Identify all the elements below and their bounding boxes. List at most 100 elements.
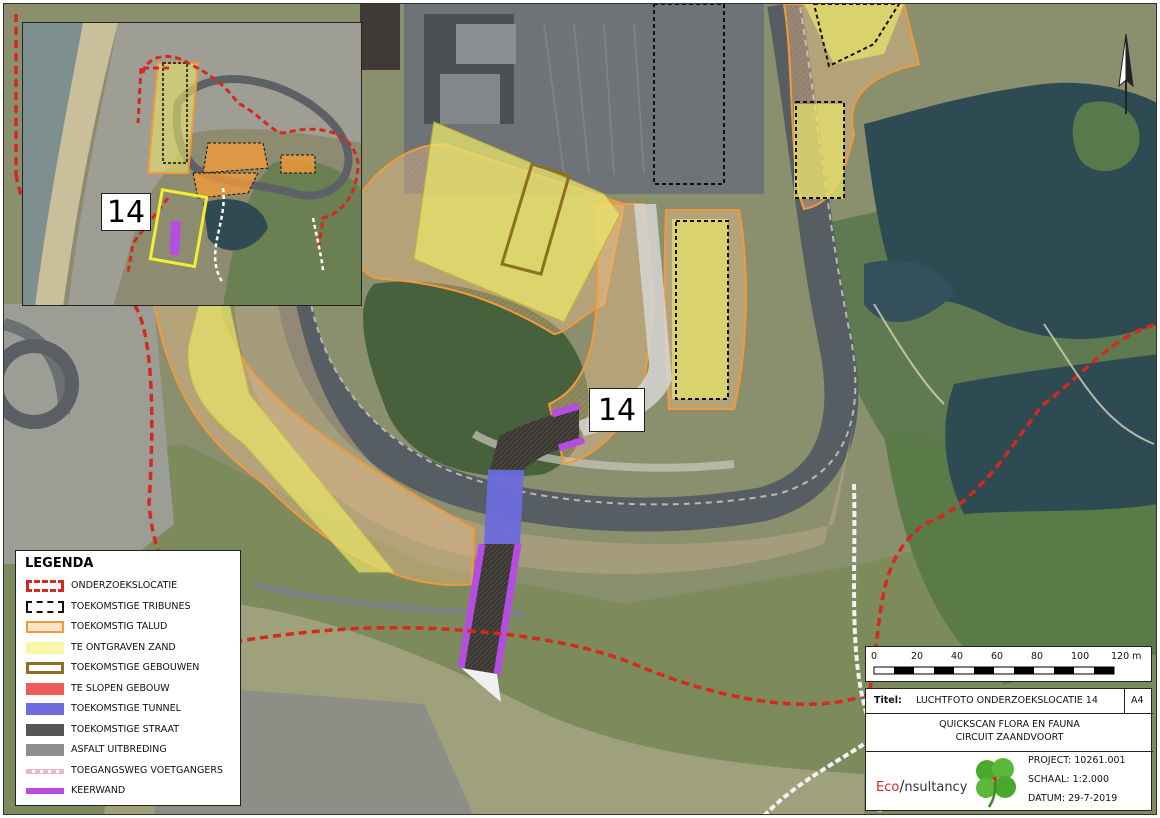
- legend-item: ASFALT UITBREDING: [16, 742, 242, 759]
- company-block: Eco/nsultancy PROJECT: 10261.001 SCHAAL:…: [866, 751, 1153, 811]
- legend-symbol-grey-fill: [26, 744, 64, 756]
- legend-item: TOEKOMSTIGE TRIBUNES: [16, 599, 242, 616]
- onderzoekslocatie-boundary: [14, 173, 1156, 706]
- keerwand-right: [493, 543, 522, 675]
- north-arrow-icon: [1118, 33, 1134, 114]
- legend-item: TOEKOMSTIGE STRAAT: [16, 722, 242, 739]
- keerwand-top-lower: [557, 436, 586, 452]
- keerwand-top-upper: [551, 402, 580, 418]
- road-end-white: [461, 668, 501, 702]
- scale-tick-label: 40: [951, 651, 964, 662]
- title-key: Titel:: [874, 695, 902, 706]
- tribune-right: [675, 220, 729, 400]
- overview-inset-map[interactable]: 14: [22, 22, 362, 306]
- legend-label: TE SLOPEN GEBOUW: [71, 682, 170, 694]
- paper-size-cell: A4: [1124, 689, 1153, 713]
- legend-symbol-red-fill: [26, 682, 64, 695]
- legend-symbol-yellow-fill: [26, 641, 64, 654]
- roundabout: [4, 339, 79, 429]
- race-track: [277, 4, 859, 532]
- legend-item: TOEGANGSWEG VOETGANGERS: [16, 763, 242, 780]
- title-row: Titel: LUCHTFOTO ONDERZOEKSLOCATIE 14 A4: [866, 689, 1153, 714]
- legend-label: TE ONTGRAVEN ZAND: [71, 641, 176, 653]
- company-logo: Eco/nsultancy: [876, 777, 968, 795]
- legend-label: TOEKOMSTIGE TUNNEL: [71, 703, 181, 714]
- scale-bar: 0 20 40 60 80 100 120 m: [865, 646, 1152, 682]
- track-inner-field: [471, 430, 735, 472]
- legend-item: TE SLOPEN GEBOUW: [16, 681, 242, 698]
- sand-area-corner: [804, 4, 904, 64]
- pedestrian-route-right: [852, 483, 883, 814]
- tribune-top: [653, 4, 725, 185]
- asphalt-widening: [576, 204, 672, 436]
- subtitle-line-2: CIRCUIT ZAANDVOORT: [955, 732, 1064, 743]
- site-label: 14: [589, 388, 645, 432]
- map-scale: SCHAAL: 1:2.000: [1028, 774, 1110, 785]
- clover-logo-icon: [976, 758, 1016, 808]
- scale-bar-graphic: [873, 666, 1115, 675]
- future-road-lower: [461, 544, 518, 674]
- legend-label: ONDERZOEKSLOCATIE: [71, 580, 178, 591]
- scale-tick-label: 20: [911, 651, 924, 662]
- urban-area-left: [4, 304, 174, 564]
- paddock-building-3: [456, 24, 516, 64]
- legend-item: KEERWAND: [16, 783, 242, 800]
- legend-label: TOEKOMSTIGE GEBOUWEN: [71, 662, 200, 673]
- project-number: PROJECT: 10261.001: [1028, 755, 1126, 766]
- lake-right: [945, 354, 1156, 514]
- company-prefix: Eco: [876, 780, 900, 795]
- scale-tick-label: 60: [991, 651, 1004, 662]
- legend-symbol-olive-outline: [26, 662, 64, 674]
- paddock-lines: [543, 23, 645, 175]
- legend-symbol-pink-dashed-line: [26, 768, 64, 774]
- legend-symbol-blue-fill: [26, 703, 64, 715]
- subtitle-block: QUICKSCAN FLORA EN FAUNA CIRCUIT ZAANDVO…: [866, 713, 1153, 752]
- legend-title: LEGENDA: [25, 556, 94, 571]
- paper-size: A4: [1131, 695, 1144, 706]
- sand-area-topright: [794, 104, 844, 199]
- legend-item: TOEKOMSTIG TALUD: [16, 619, 242, 636]
- keerwand-left: [457, 543, 486, 669]
- future-tunnel: [484, 470, 524, 544]
- map-date: DATUM: 29-7-2019: [1028, 793, 1118, 804]
- legend-item: TE ONTGRAVEN ZAND: [16, 640, 242, 657]
- legend-label: ASFALT UITBREDING: [71, 744, 167, 755]
- legend-label: TOEKOMSTIGE STRAAT: [71, 723, 180, 735]
- legend-item: TOEKOMSTIGE GEBOUWEN: [16, 660, 242, 677]
- tribune-top-right: [795, 101, 845, 199]
- title-block: Titel: LUCHTFOTO ONDERZOEKSLOCATIE 14 A4…: [865, 688, 1153, 811]
- island: [1072, 101, 1140, 172]
- legend-symbol-dark-fill: [26, 723, 64, 736]
- scale-tick-label: 100: [1071, 651, 1090, 662]
- sand-area-top: [413, 121, 621, 323]
- sand-area-right: [672, 219, 728, 399]
- company-suffix: nsultancy: [904, 780, 968, 795]
- legend-symbol-orange-outline-fill: [26, 621, 64, 633]
- legend-label: TOEGANGSWEG VOETGANGERS: [71, 764, 223, 776]
- future-road-upper: [490, 409, 579, 470]
- title-value: LUCHTFOTO ONDERZOEKSLOCATIE 14: [916, 695, 1098, 706]
- legend-symbol-dashed-red-outline: [26, 580, 64, 592]
- overview-photo: [23, 23, 361, 305]
- future-building: [500, 162, 571, 276]
- legend-label: TOEKOMSTIGE TRIBUNES: [71, 600, 191, 612]
- legend-label: KEERWAND: [71, 785, 126, 796]
- scale-tick-label: 80: [1031, 651, 1044, 662]
- scale-tick-label: 0: [871, 651, 878, 662]
- legend-item: ONDERZOEKSLOCATIE: [16, 578, 242, 595]
- legend-item: TOEKOMSTIGE TUNNEL: [16, 701, 242, 718]
- legend-panel: LEGENDA ONDERZOEKSLOCATIE TOEKOMSTIGE TRI…: [15, 550, 241, 806]
- sand-path-right: [873, 303, 1155, 445]
- legend-label: TOEKOMSTIG TALUD: [71, 621, 168, 632]
- legend-symbol-dashed-black-outline: [26, 600, 64, 613]
- pond-small: [864, 260, 954, 323]
- sand-area-left: [187, 303, 396, 573]
- pit-building: [360, 4, 400, 70]
- subtitle-line-1: QUICKSCAN FLORA EN FAUNA: [939, 719, 1080, 730]
- scale-tick-label: 120 m: [1111, 651, 1142, 662]
- inset-site-label: 14: [101, 193, 151, 231]
- legend-symbol-purple-line: [26, 788, 64, 794]
- paddock-building-2: [440, 74, 500, 124]
- tribune-corner: [812, 4, 901, 68]
